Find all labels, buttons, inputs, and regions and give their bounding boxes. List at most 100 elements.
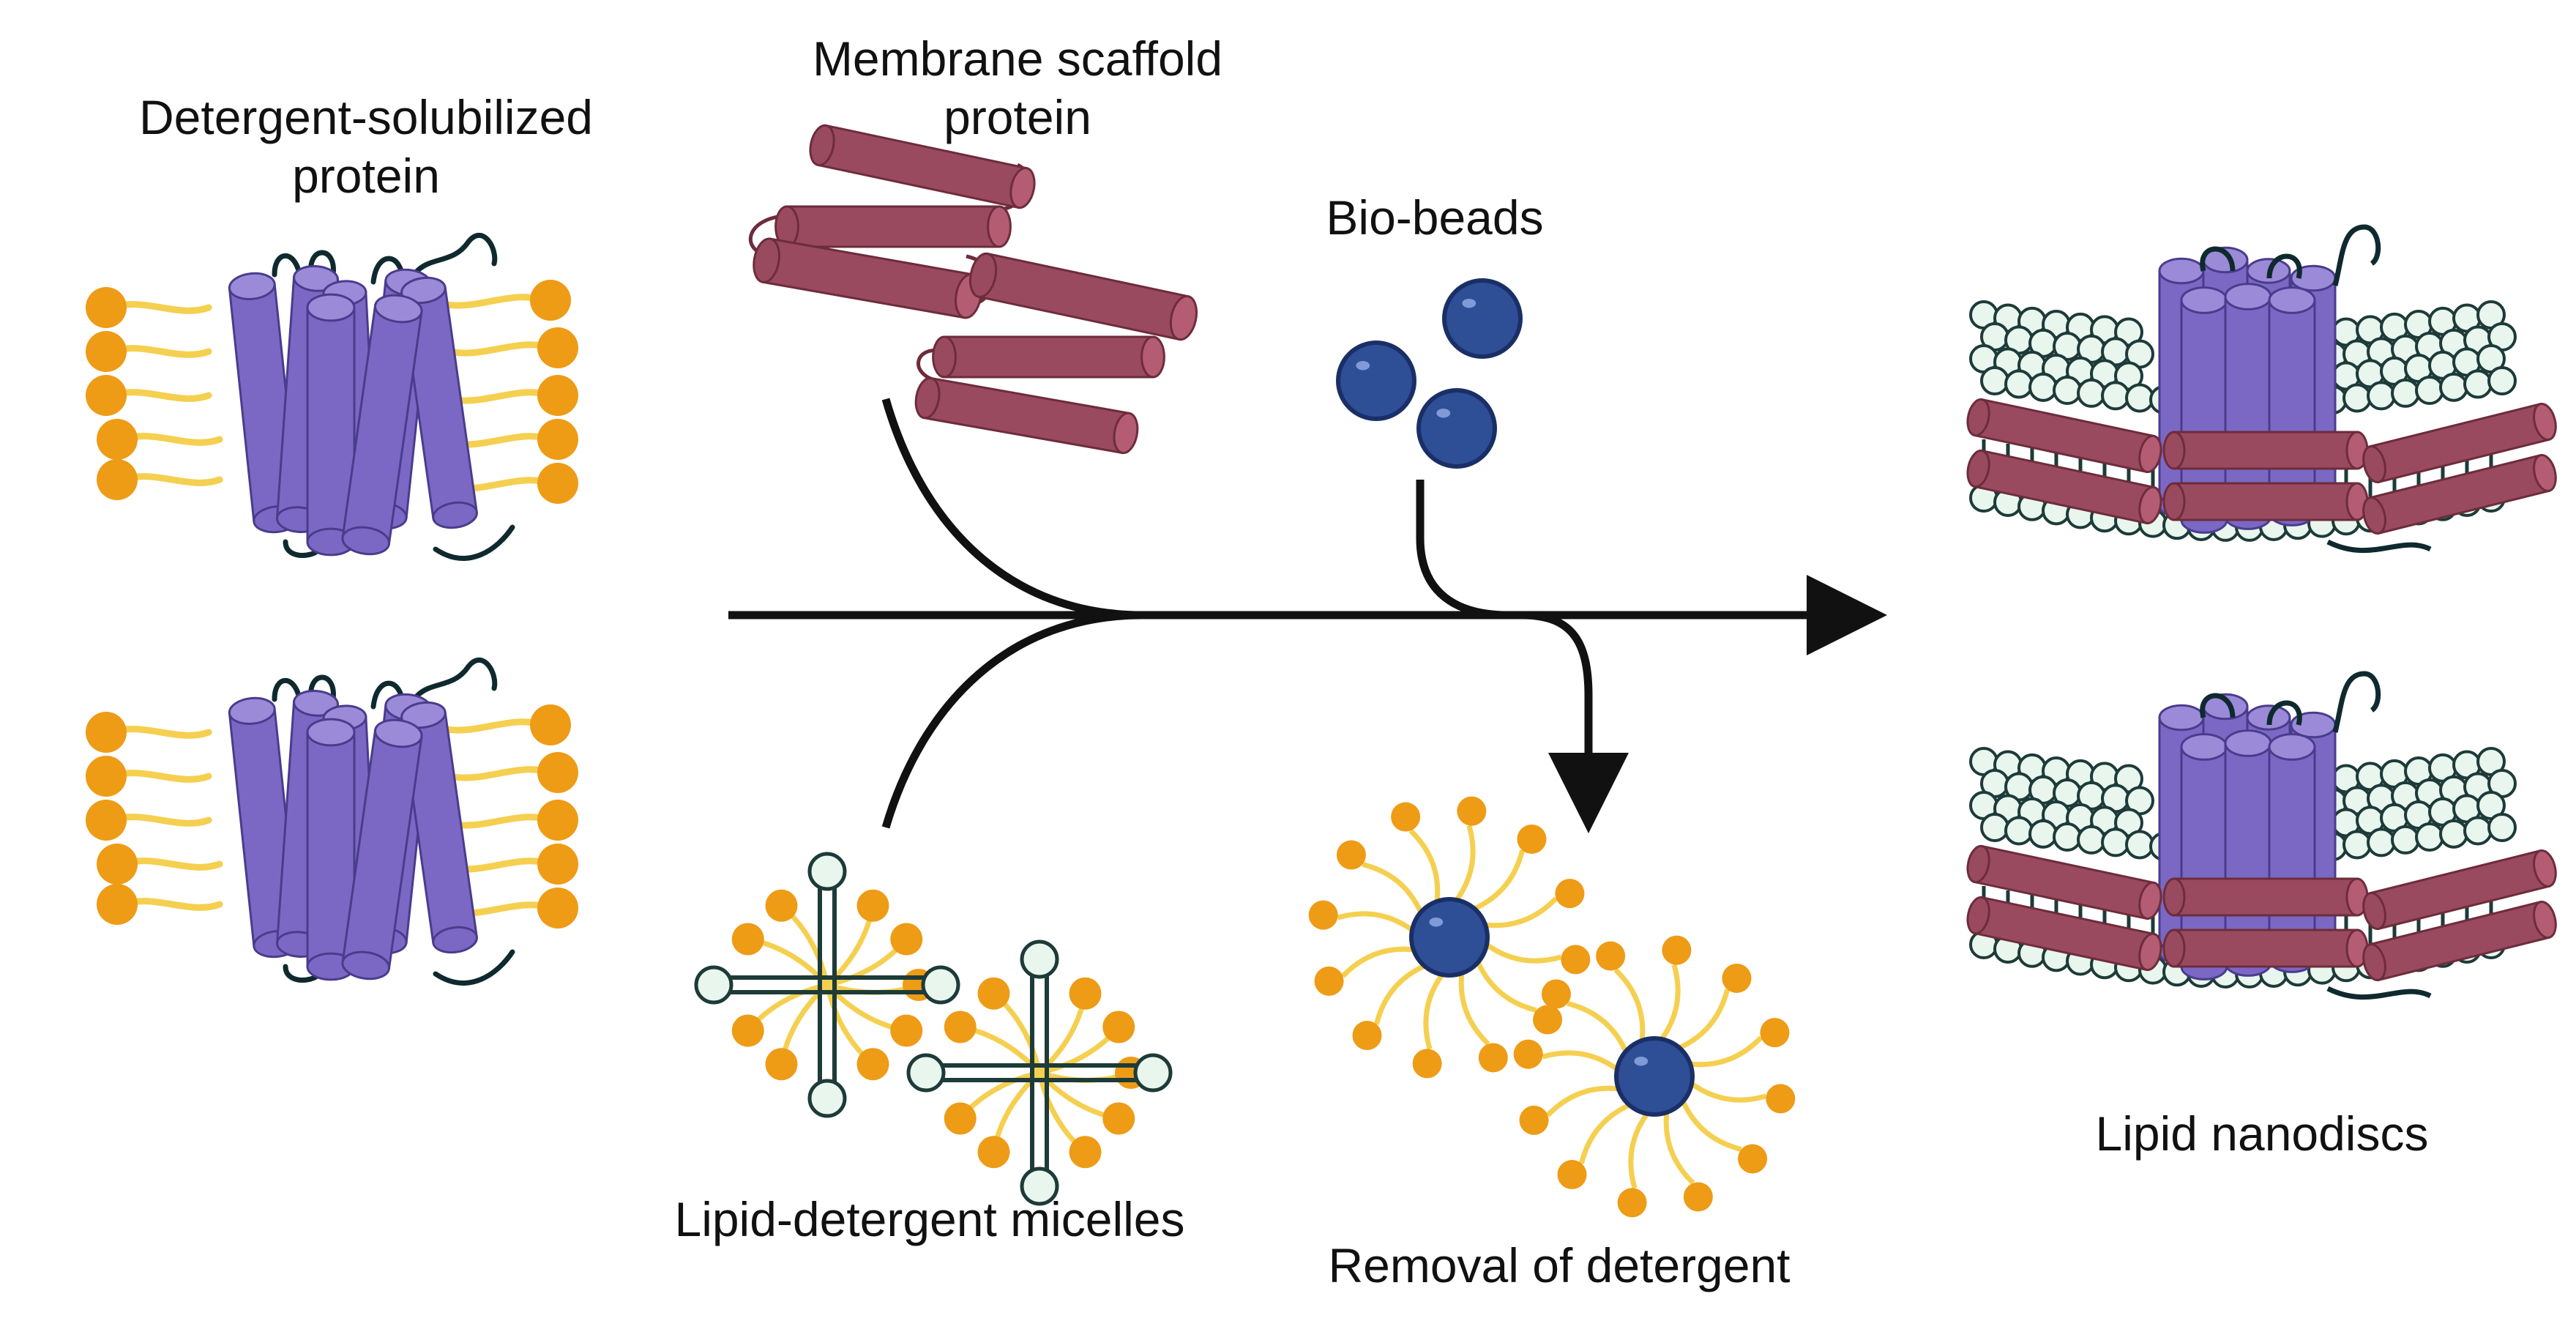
helix-top bbox=[400, 276, 447, 305]
helix-top bbox=[2180, 733, 2228, 761]
lipid-head bbox=[2125, 383, 2154, 413]
detergent-tail bbox=[447, 814, 553, 829]
detergent-tail bbox=[1373, 963, 1427, 1025]
helix-bottom bbox=[341, 950, 391, 980]
detergent-head bbox=[97, 884, 138, 925]
nanodisc-icon bbox=[1966, 671, 2557, 1000]
detergent-tail bbox=[1483, 896, 1558, 929]
protein-loop bbox=[2326, 539, 2432, 554]
micelle-icon bbox=[906, 939, 1173, 1206]
helix-top bbox=[306, 293, 356, 322]
nanodisc-icon bbox=[1966, 224, 2557, 554]
detergent-head bbox=[1541, 979, 1571, 1009]
lipid-head bbox=[1980, 366, 2009, 395]
detergent-tail bbox=[1458, 971, 1490, 1046]
protein-loop bbox=[2200, 224, 2381, 286]
helix-top bbox=[2268, 733, 2316, 761]
bead-body bbox=[1336, 341, 1416, 421]
scaffold-helix-body bbox=[761, 237, 974, 319]
detergent-tail bbox=[1567, 1000, 1629, 1054]
scaffold-helix-end bbox=[1140, 335, 1165, 379]
detergent-tail bbox=[1337, 911, 1415, 934]
lipid-head bbox=[2053, 822, 2082, 852]
lipid-head bbox=[2367, 381, 2396, 411]
bead-highlight bbox=[1429, 917, 1444, 927]
scaffold-helix-icon bbox=[1966, 844, 2162, 920]
scaffold-helix-start bbox=[2362, 496, 2386, 535]
detergent-head bbox=[537, 888, 578, 929]
helix-top bbox=[293, 265, 339, 292]
scaffold-helix-start bbox=[914, 376, 941, 420]
detergent-tail bbox=[1484, 941, 1562, 964]
protein-loop bbox=[414, 658, 498, 699]
micelle-merge-curve bbox=[881, 611, 1143, 829]
scaffold-helix-icon bbox=[2162, 431, 2369, 470]
lipid-head bbox=[2077, 378, 2106, 408]
protein-helix bbox=[2224, 283, 2272, 530]
lipid-head bbox=[2342, 383, 2372, 413]
bead-icon bbox=[1409, 897, 1490, 978]
label-lipid-nanodiscs: Lipid nanodiscs bbox=[2095, 1106, 2429, 1161]
scaffold-helix-start bbox=[1966, 896, 1990, 935]
detergent-tail bbox=[110, 726, 212, 739]
lipid-head bbox=[2367, 827, 2396, 857]
detergent-head bbox=[537, 327, 578, 368]
detergent-head bbox=[731, 1014, 764, 1047]
detergent-tail bbox=[110, 770, 212, 783]
lipid-head bbox=[2004, 816, 2034, 846]
detergent-head bbox=[86, 287, 127, 328]
detergent-tail bbox=[1613, 967, 1646, 1043]
helix-top bbox=[306, 718, 356, 747]
scaffold-helix-icon bbox=[2362, 402, 2557, 484]
detergent-protein-bottom bbox=[86, 658, 578, 986]
detergent-tail bbox=[1408, 828, 1441, 904]
label-scaffold-line2: protein bbox=[944, 90, 1091, 144]
lipid-head bbox=[1133, 1053, 1173, 1093]
detergent-head bbox=[86, 756, 127, 797]
lipid-head bbox=[2487, 813, 2517, 842]
detergent-tail bbox=[110, 814, 212, 827]
scaffold-helix-start bbox=[2162, 929, 2186, 968]
detergent-head bbox=[86, 331, 127, 372]
detergent-head bbox=[856, 1048, 889, 1081]
scaffold-helix-end bbox=[2138, 434, 2162, 474]
lipid-head bbox=[2463, 816, 2493, 846]
detergent-head bbox=[731, 923, 764, 956]
bead-highlight bbox=[1462, 298, 1476, 308]
lipid-head bbox=[2439, 819, 2468, 849]
protein-helix bbox=[341, 294, 423, 556]
scaffold-helix-body bbox=[2173, 482, 2359, 521]
label-removal-of-detergent: Removal of detergent bbox=[1328, 1238, 1791, 1292]
helix-top bbox=[2158, 257, 2205, 285]
scaffold-helix-icon bbox=[2162, 929, 2369, 968]
bead-body bbox=[1442, 278, 1523, 359]
bead-detergent-complex bbox=[1308, 796, 1591, 1079]
lipid-head bbox=[2391, 825, 2420, 855]
lipid-head bbox=[2487, 366, 2517, 395]
detergent-head bbox=[944, 1011, 977, 1043]
lipid-head bbox=[2415, 822, 2444, 852]
scaffold-helix-end bbox=[1113, 412, 1139, 455]
scaffold-helix-start bbox=[1966, 844, 1990, 884]
detergent-head bbox=[530, 704, 571, 745]
detergent-tail bbox=[121, 433, 223, 446]
lipid-head bbox=[2391, 378, 2420, 408]
scaffold-helix-body bbox=[2173, 877, 2359, 917]
protein-loop bbox=[433, 524, 515, 561]
scaffold-helix-icon bbox=[753, 237, 982, 319]
bead-body bbox=[1614, 1036, 1695, 1117]
lipid-head bbox=[2077, 825, 2106, 855]
detergent-tail bbox=[1689, 1080, 1767, 1103]
scaffold-helix-body bbox=[943, 335, 1154, 379]
detergent-head bbox=[1102, 1102, 1135, 1135]
removal-branch-arrow bbox=[1522, 611, 1629, 833]
scaffold-helix-end bbox=[2533, 849, 2557, 888]
lipid-head bbox=[2101, 381, 2130, 411]
detergent-tail bbox=[1578, 1102, 1632, 1164]
lipid-head bbox=[1020, 1166, 1059, 1206]
detergent-tail bbox=[1340, 946, 1416, 978]
scaffold-helix-end bbox=[2138, 932, 2162, 972]
detergent-protein-top bbox=[86, 233, 578, 561]
protein-loop bbox=[414, 233, 498, 274]
